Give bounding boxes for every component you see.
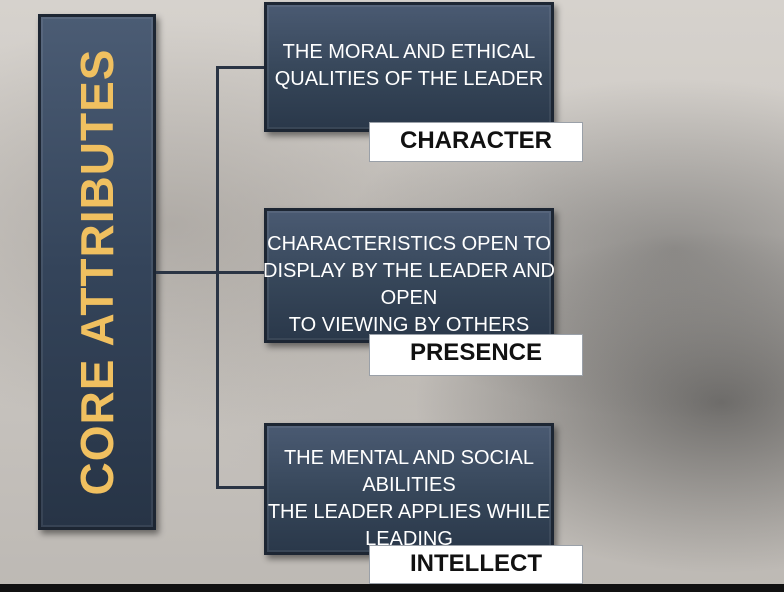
connector-branch-presence	[216, 271, 266, 274]
attribute-card-character: THE MORAL AND ETHICAL QUALITIES OF THE L…	[264, 2, 554, 132]
connector-trunk	[156, 271, 218, 274]
connector-vertical	[216, 66, 219, 488]
attribute-label-presence: PRESENCE	[369, 334, 583, 376]
bottom-bar	[0, 584, 784, 592]
attribute-description: THE MENTAL AND SOCIAL ABILITIES THE LEAD…	[267, 447, 551, 550]
attribute-description: THE MORAL AND ETHICAL QUALITIES OF THE L…	[274, 41, 544, 90]
attribute-card-presence: CHARACTERISTICS OPEN TO DISPLAY BY THE L…	[263, 208, 555, 343]
attribute-description: CHARACTERISTICS OPEN TO DISPLAY BY THE L…	[263, 233, 555, 336]
core-attributes-title: CORE ATTRIBUTES	[71, 48, 123, 496]
attribute-card-intellect: THE MENTAL AND SOCIAL ABILITIES THE LEAD…	[264, 423, 554, 555]
attribute-label-intellect: INTELLECT	[369, 545, 583, 584]
core-attributes-panel: CORE ATTRIBUTES	[38, 14, 156, 530]
connector-branch-character	[216, 66, 266, 69]
connector-branch-intellect	[216, 486, 266, 489]
attribute-label-character: CHARACTER	[369, 122, 583, 162]
